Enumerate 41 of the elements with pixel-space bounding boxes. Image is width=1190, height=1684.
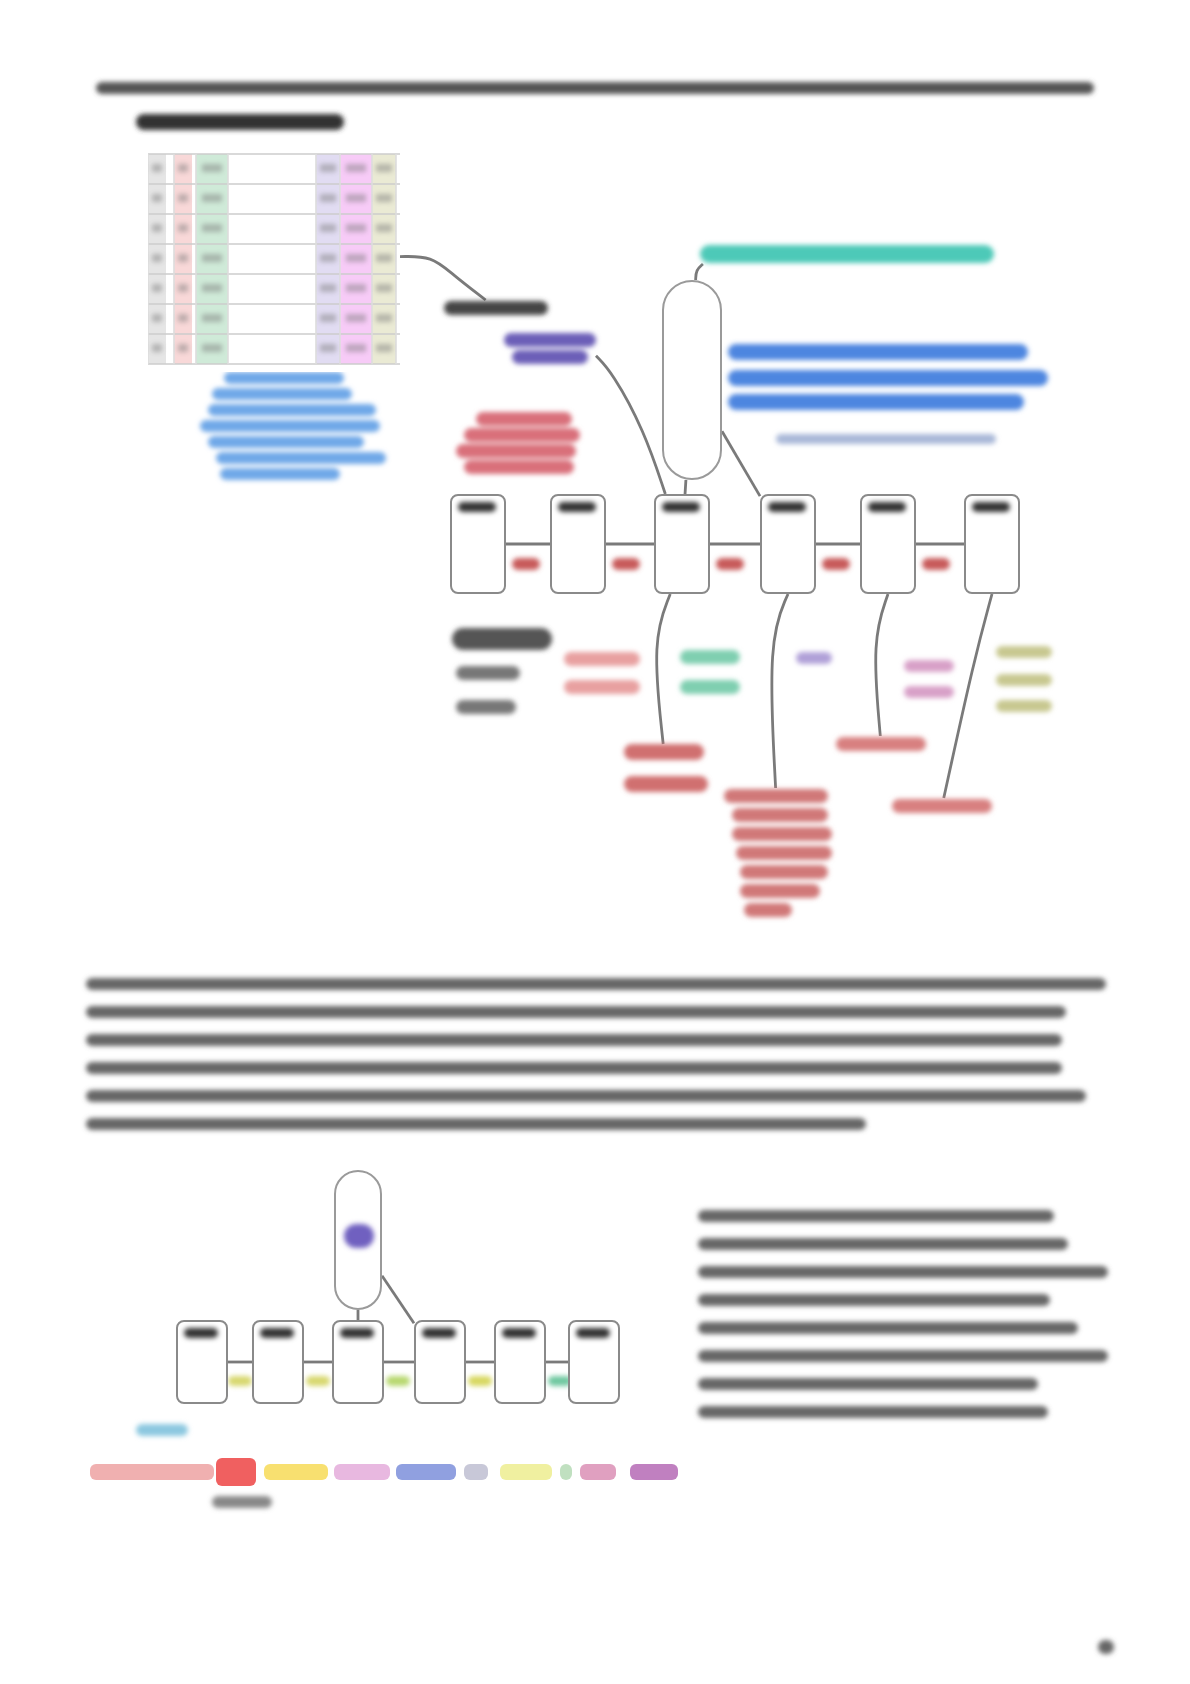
- segment-box: [568, 1320, 620, 1404]
- leader-line: [655, 593, 672, 745]
- segment-box: [760, 494, 816, 594]
- connector-line: [720, 430, 762, 497]
- blurred-annotation: [892, 798, 992, 814]
- blurred-annotation: [624, 744, 708, 796]
- leader-line: [874, 593, 890, 737]
- connector-line: [466, 1360, 494, 1364]
- connector-line: [546, 1360, 568, 1364]
- segment-box: [450, 494, 506, 594]
- connector-line: [710, 542, 760, 546]
- connector-line: [916, 542, 964, 546]
- connector-line: [380, 1274, 416, 1325]
- connector-line: [384, 1360, 414, 1364]
- leader-line: [595, 354, 667, 495]
- blurred-annotation: [836, 736, 926, 752]
- connector-line: [606, 542, 654, 546]
- connector-line: [683, 479, 688, 495]
- segment-box: [414, 1320, 466, 1404]
- connector-line: [228, 1360, 252, 1364]
- segment-box: [252, 1320, 304, 1404]
- connector-line: [506, 542, 550, 546]
- blurred-annotation: [724, 788, 834, 920]
- segment-box: [654, 494, 710, 594]
- connector-line: [816, 542, 860, 546]
- blurred-annotation: [700, 244, 994, 264]
- loop-outline: [662, 280, 722, 480]
- leader-line: [694, 262, 704, 281]
- connector-line: [304, 1360, 332, 1364]
- leader-line: [942, 593, 994, 799]
- segment-box: [550, 494, 606, 594]
- leader-line: [399, 255, 487, 302]
- segment-box: [964, 494, 1020, 594]
- blurred-annotation: [504, 332, 596, 366]
- segment-box: [494, 1320, 546, 1404]
- loop-outline: [334, 1170, 382, 1310]
- leader-line: [770, 593, 790, 789]
- segment-box: [332, 1320, 384, 1404]
- segment-box: [176, 1320, 228, 1404]
- segment-box: [860, 494, 916, 594]
- blurred-annotation: [444, 300, 548, 316]
